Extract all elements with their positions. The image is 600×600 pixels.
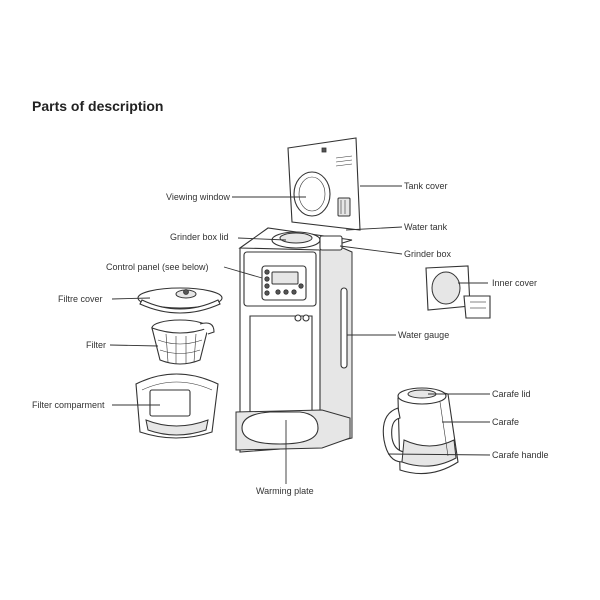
label-water-gauge: Water gauge: [398, 330, 450, 340]
label-carafe-lid: Carafe lid: [492, 389, 531, 399]
coffee-maker-body: [235, 227, 353, 453]
grinder-box: [271, 231, 343, 251]
label-filtre-cover: Filtre cover: [58, 294, 103, 304]
control-panel: [261, 265, 307, 301]
tank-cover: [287, 137, 361, 231]
filter-compartment: [135, 373, 219, 439]
label-warming-plate: Warming plate: [256, 486, 314, 496]
label-grinder-box-lid: Grinder box lid: [170, 232, 229, 242]
label-carafe: Carafe: [492, 417, 520, 427]
label-tank-cover: Tank cover: [404, 181, 448, 191]
filter-basket: [151, 319, 215, 365]
carafe: [382, 387, 459, 475]
label-grinder-box: Grinder box: [404, 249, 452, 259]
label-water-tank: Water tank: [404, 222, 448, 232]
label-carafe-handle: Carafe handle: [492, 450, 549, 460]
page-title: Parts of description: [32, 98, 164, 114]
label-filter: Filter: [86, 340, 106, 350]
leader-lines: [109, 185, 491, 484]
label-filter-compartment: Filter comparment: [32, 400, 105, 410]
inner-cover: [425, 265, 491, 319]
label-control-panel: Control panel (see below): [106, 262, 209, 272]
filtre-cover: [137, 287, 223, 314]
label-viewing-window: Viewing window: [166, 192, 230, 202]
label-inner-cover: Inner cover: [492, 278, 538, 288]
